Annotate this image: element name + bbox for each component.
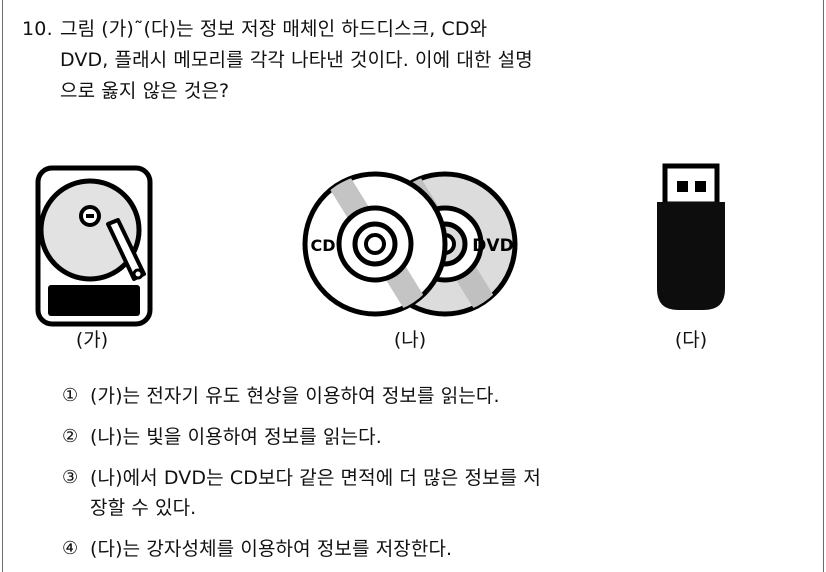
answer-choice-2[interactable]: ② (나)는 빛을 이용하여 정보를 읽는다.: [62, 422, 822, 452]
answer-choice-1[interactable]: ① (가)는 전자기 유도 현상을 이용하여 정보를 읽는다.: [62, 381, 822, 411]
answer-choice-list: ① (가)는 전자기 유도 현상을 이용하여 정보를 읽는다. ② (나)는 빛…: [62, 381, 822, 572]
figure-hard-disk: (가): [20, 152, 164, 352]
choice-marker-2: ②: [62, 426, 79, 447]
cd-disc: CD: [302, 171, 448, 317]
cd-label: CD: [310, 236, 335, 255]
optical-disc-icon: DVD CD: [302, 171, 518, 317]
question-number: 10.: [22, 18, 53, 40]
question-line-2: DVD, 플래시 메모리를 각각 나타낸 것이다. 이에 대한 설명: [60, 49, 533, 71]
choice-text-2: (나)는 빛을 이용하여 정보를 읽는다.: [90, 422, 822, 452]
choice-marker-4: ④: [62, 538, 79, 559]
usb-flash-drive-icon: [657, 163, 725, 310]
hard-disk-icon: [35, 165, 153, 327]
answer-choice-4[interactable]: ④ (다)는 강자성체를 이용하여 정보를 저장한다.: [62, 534, 822, 564]
page-right-rule: [823, 0, 824, 572]
question-line-1: 그림 (가)˜(다)는 정보 저장 매체인 하드디스크, CD와: [60, 18, 488, 40]
choice-3-line-2: 장할 수 있다.: [90, 497, 197, 519]
question-text: 그림 (가)˜(다)는 정보 저장 매체인 하드디스크, CD와 DVD, 플래…: [60, 14, 722, 107]
question-line-3: 으로 옳지 않은 것은?: [60, 80, 230, 102]
figure-row: (가) DVD: [0, 152, 826, 362]
choice-2-line-1: (나)는 빛을 이용하여 정보를 읽는다.: [90, 426, 382, 448]
choice-text-1: (가)는 전자기 유도 현상을 이용하여 정보를 읽는다.: [90, 381, 822, 411]
choice-text-4: (다)는 강자성체를 이용하여 정보를 저장한다.: [90, 534, 822, 564]
choice-3-line-1: (나)에서 DVD는 CD보다 같은 면적에 더 많은 정보를 저: [90, 467, 541, 489]
figure-cd-dvd: DVD CD (나): [283, 152, 537, 352]
choice-marker-1: ①: [62, 385, 79, 406]
choice-text-3: (나)에서 DVD는 CD보다 같은 면적에 더 많은 정보를 저 장할 수 있…: [90, 463, 822, 523]
figure-caption-na: (나): [393, 329, 427, 351]
question-stem: 10. 그림 (가)˜(다)는 정보 저장 매체인 하드디스크, CD와 DVD…: [22, 14, 722, 107]
choice-4-line-1: (다)는 강자성체를 이용하여 정보를 저장한다.: [90, 538, 453, 560]
figure-caption-da: (다): [674, 329, 708, 351]
page-left-rule: [2, 0, 3, 572]
answer-choice-3[interactable]: ③ (나)에서 DVD는 CD보다 같은 면적에 더 많은 정보를 저 장할 수…: [62, 463, 822, 523]
figure-caption-ga: (가): [75, 329, 109, 351]
choice-1-line-1: (가)는 전자기 유도 현상을 이용하여 정보를 읽는다.: [90, 385, 500, 407]
choice-marker-3: ③: [62, 467, 79, 488]
figure-flash-memory: (다): [630, 152, 752, 352]
dvd-label: DVD: [472, 236, 513, 256]
